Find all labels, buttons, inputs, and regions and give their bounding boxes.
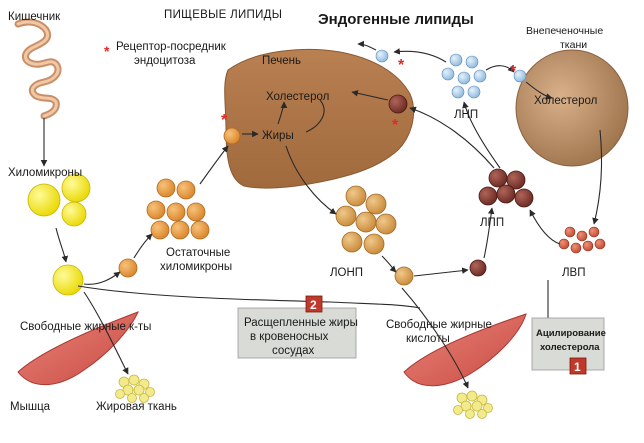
chylomicron-particles bbox=[27, 173, 91, 296]
svg-text:*: * bbox=[221, 112, 228, 129]
label-split-fats-line2: в кровеносных bbox=[250, 331, 329, 343]
adipose-tissue-right bbox=[453, 390, 493, 419]
label-receptor-line2: эндоцитоза bbox=[134, 55, 196, 67]
label-remnants-line1: Остаточные bbox=[166, 247, 230, 259]
label-acylation-line2: холестерола bbox=[540, 342, 600, 353]
label-muscle: Мышца bbox=[10, 401, 51, 413]
label-split-fats-line1: Расщепленные жиры bbox=[244, 317, 358, 329]
badge-1-box bbox=[569, 357, 587, 375]
svg-text:*: * bbox=[510, 63, 517, 80]
idl-particles bbox=[388, 94, 534, 277]
label-endogenous-lipids: Эндогенные липиды bbox=[318, 11, 474, 28]
label-vldl: ЛОНП bbox=[330, 267, 363, 279]
label-intestine: Кишечник bbox=[8, 11, 61, 23]
label-receptor-line1: Рецептор-посредник bbox=[116, 41, 227, 53]
label-badge-1: 1 bbox=[574, 360, 581, 374]
split-fats-box bbox=[237, 307, 357, 359]
liver-shape bbox=[224, 48, 415, 189]
flow-arrows bbox=[40, 40, 603, 389]
ldl-particles bbox=[375, 49, 527, 99]
muscle-left-shape bbox=[17, 311, 139, 386]
label-hdl: ЛВП bbox=[562, 267, 585, 279]
intestine-illustration bbox=[14, 18, 62, 120]
label-adipose: Жировая ткань bbox=[96, 401, 177, 413]
label-ffa-right-line2: кислоты bbox=[406, 333, 450, 345]
extrahepatic-tissue-shape bbox=[515, 49, 629, 167]
label-cholesterol-liver: Холестерол bbox=[266, 91, 329, 103]
label-dietary-lipids: ПИЩЕВЫЕ ЛИПИДЫ bbox=[164, 9, 282, 21]
label-remnants-line2: хиломикроны bbox=[160, 261, 232, 273]
muscle-right-shape bbox=[403, 313, 527, 387]
label-ffa-right-line1: Свободные жирные bbox=[386, 319, 492, 331]
svg-text:*: * bbox=[392, 117, 399, 134]
remnant-chylomicron-particles bbox=[118, 127, 241, 278]
label-ldl: ЛНП bbox=[454, 109, 478, 121]
label-liver: Печень bbox=[262, 55, 301, 67]
acylation-box bbox=[531, 317, 605, 371]
vldl-particles bbox=[335, 185, 414, 286]
receptor-star-markers: * * * * bbox=[221, 57, 517, 134]
badge-2-box bbox=[305, 295, 323, 313]
label-extrahepatic-line2: ткани bbox=[560, 39, 587, 51]
hdl-particles bbox=[558, 226, 606, 254]
label-receptor-star: * bbox=[104, 43, 110, 59]
label-acylation-line1: Ацилирование bbox=[536, 328, 606, 339]
adipose-tissue-left bbox=[115, 374, 155, 403]
label-idl: ЛПП bbox=[480, 217, 504, 229]
svg-text:*: * bbox=[398, 57, 405, 74]
label-badge-2: 2 bbox=[310, 298, 317, 312]
label-split-fats-line3: сосудах bbox=[272, 345, 314, 357]
label-cholesterol-tissue: Холестерол bbox=[534, 95, 597, 107]
label-ffa-left: Свободные жирные к-ты bbox=[20, 321, 151, 333]
label-chylomicrons: Хиломикроны bbox=[8, 167, 82, 179]
label-fats: Жиры bbox=[262, 130, 294, 142]
label-extrahepatic-line1: Внепеченочные bbox=[526, 25, 603, 37]
